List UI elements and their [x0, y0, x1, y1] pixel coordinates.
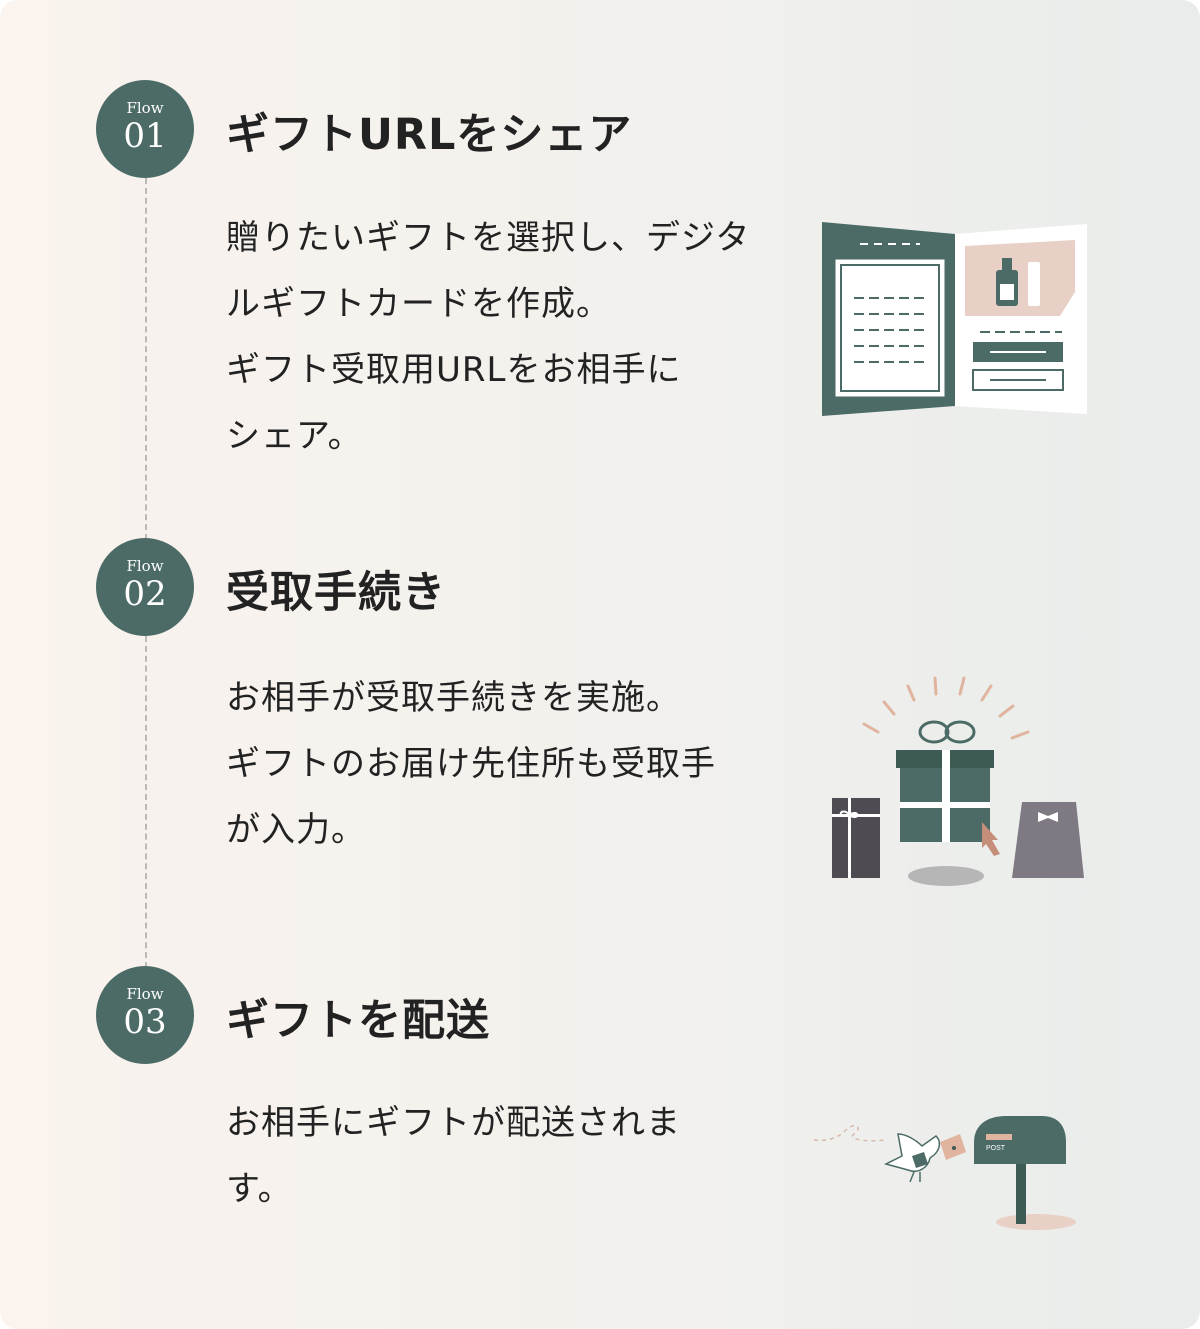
description-line: す。 — [226, 1169, 293, 1209]
timeline-line — [145, 178, 147, 540]
flow-badge: Flow 01 — [96, 80, 194, 178]
flow-label: Flow — [126, 985, 164, 1003]
description-line: お相手にギフトが配送されま — [226, 1103, 681, 1143]
step-description: 贈りたいギフトを選択し、デジタ ルギフトカードを作成。 ギフト受取用URLをお相… — [226, 205, 786, 469]
flow-label: Flow — [126, 99, 164, 117]
flow-badge: Flow 02 — [96, 538, 194, 636]
step-description: お相手が受取手続きを実施。 ギフトのお届け先住所も受取手 が入力。 — [226, 665, 786, 863]
flow-number: 01 — [123, 116, 167, 156]
gift-card-booklet-icon — [822, 222, 1087, 416]
step-description: お相手にギフトが配送されま す。 — [226, 1090, 786, 1222]
mailbox-bird-icon: POST — [813, 1116, 1076, 1230]
step-title: 受取手続き — [226, 568, 446, 618]
description-line: ルギフトカードを作成。 — [226, 284, 611, 324]
mailbox-label: POST — [986, 1145, 1006, 1152]
description-line: シェア。 — [226, 416, 363, 456]
step-title: ギフトURLをシェア — [226, 110, 633, 160]
description-line: 贈りたいギフトを選択し、デジタ — [226, 218, 751, 258]
flow-number: 02 — [123, 574, 167, 614]
flow-number: 03 — [123, 1002, 167, 1042]
description-line: ギフトのお届け先住所も受取手 — [226, 744, 716, 784]
flow-badge: Flow 03 — [96, 966, 194, 1064]
step-title: ギフトを配送 — [226, 996, 490, 1046]
timeline-line — [145, 636, 147, 968]
description-line: ギフト受取用URLをお相手に — [226, 350, 682, 390]
description-line: が入力。 — [226, 810, 366, 850]
gift-boxes-icon — [832, 676, 1084, 886]
description-line: お相手が受取手続きを実施。 — [226, 678, 681, 718]
flow-label: Flow — [126, 557, 164, 575]
